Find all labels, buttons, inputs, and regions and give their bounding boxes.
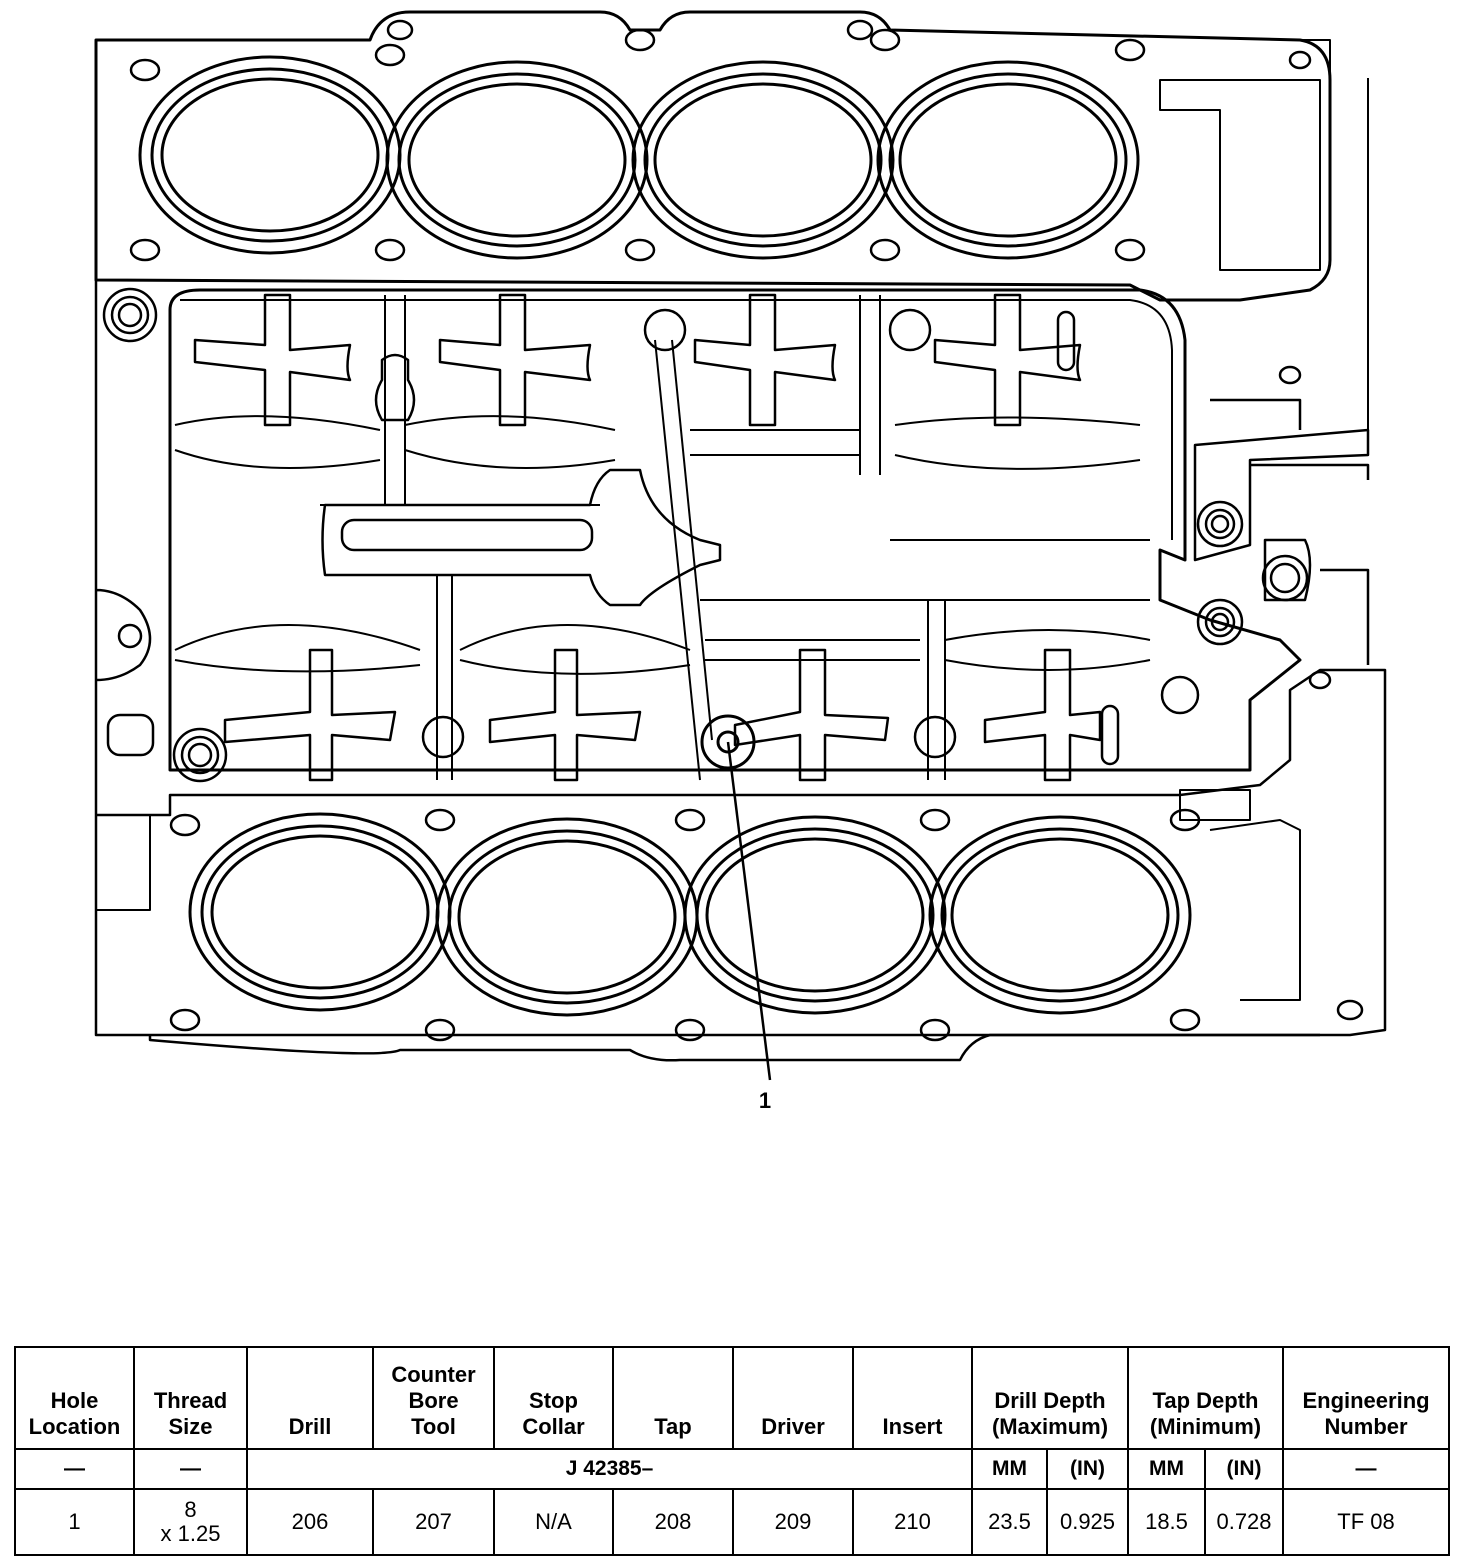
header-counter-bore-tool: Counter Bore Tool [372,1346,495,1450]
cell-counter-bore-tool: 207 [372,1488,495,1556]
oil-passages [374,308,1200,766]
header-stop-collar: Stop Collar [493,1346,614,1450]
header-engineering-number: Engineering Number [1282,1346,1451,1450]
header-drill: Drill [246,1346,374,1450]
subheader-engineering-number: — [1282,1448,1451,1490]
cell-tap-depth-mm: 18.5 [1127,1488,1206,1556]
subheader-hole-location: — [14,1448,135,1490]
header-tap-depth: Tap Depth (Minimum) [1126,1346,1285,1450]
engine-block-drawing: 1 [94,10,1387,1113]
cell-thread-size: 8 x 1.25 [133,1488,248,1556]
subheader-tap-in: (IN) [1203,1448,1285,1490]
header-thread-size: Thread Size [133,1346,248,1450]
subheader-drill-mm: MM [971,1448,1048,1490]
lower-deck-holes [169,670,1364,1042]
upper-bearing-bulkheads [193,293,1082,427]
header-tap: Tap [612,1346,734,1450]
upper-deck-holes [129,19,1312,385]
lower-deck-outline [95,814,151,911]
cell-insert: 210 [852,1488,973,1556]
header-hole-location: Hole Location [14,1346,135,1450]
crankcase-outline [94,278,1387,1037]
header-driver: Driver [732,1346,854,1450]
cell-drill: 206 [246,1488,374,1556]
upper-deck-outline [94,10,1332,302]
upper-cylinder-bores [138,55,1140,260]
subheader-drill-in: (IN) [1046,1448,1129,1490]
lower-cylinder-bores [188,812,1192,1017]
subheader-thread-size: — [133,1448,248,1490]
callout-label-1: 1 [759,1088,771,1113]
engine-block-diagram: 1 [94,10,1387,1113]
cell-drill-depth-in: 0.925 [1046,1488,1129,1556]
table-header-row: Hole Location Thread Size Drill Counter … [14,1346,1451,1450]
cell-tap: 208 [612,1488,734,1556]
subheader-tool-prefix: J 42385– [246,1448,973,1490]
oil-gallery [321,468,722,607]
cell-tap-depth-in: 0.728 [1203,1488,1285,1556]
subheader-tap-mm: MM [1127,1448,1206,1490]
thread-repair-spec-table: Hole Location Thread Size Drill Counter … [14,1346,1451,1556]
table-row: 1 8 x 1.25 206 207 N/A 208 209 210 23.5 … [14,1488,1451,1556]
cell-drill-depth-mm: 23.5 [971,1488,1048,1556]
side-boss-holes [102,287,1312,783]
header-drill-depth: Drill Depth (Maximum) [971,1346,1129,1450]
cell-driver: 209 [732,1488,854,1556]
callout-leader-1 [726,741,772,1081]
header-insert: Insert [852,1346,973,1450]
cell-stop-collar: N/A [493,1488,614,1556]
cell-hole-location: 1 [14,1488,135,1556]
lower-bearing-bulkheads [223,648,1102,782]
cell-engineering-number: TF 08 [1282,1488,1451,1556]
table-subheader-row: — — J 42385– MM (IN) MM (IN) — [14,1448,1451,1490]
